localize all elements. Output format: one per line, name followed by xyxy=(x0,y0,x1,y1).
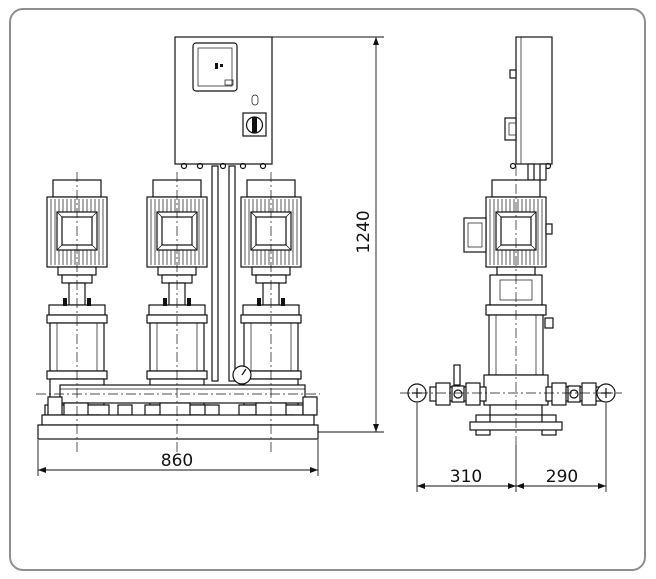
front-view xyxy=(36,36,320,452)
dim-height-label: 1240 xyxy=(354,210,374,253)
dimension-width: 860 xyxy=(37,440,319,476)
dimension-side: 310 290 xyxy=(416,403,607,492)
side-view xyxy=(400,36,622,445)
dim-width-label: 860 xyxy=(161,451,193,471)
dim-side-left-label: 310 xyxy=(450,467,482,487)
dimension-height: 1240 xyxy=(272,36,384,433)
base-frame xyxy=(37,424,319,440)
cabinet-side xyxy=(515,36,553,165)
dim-side-right-label: 290 xyxy=(546,467,578,487)
